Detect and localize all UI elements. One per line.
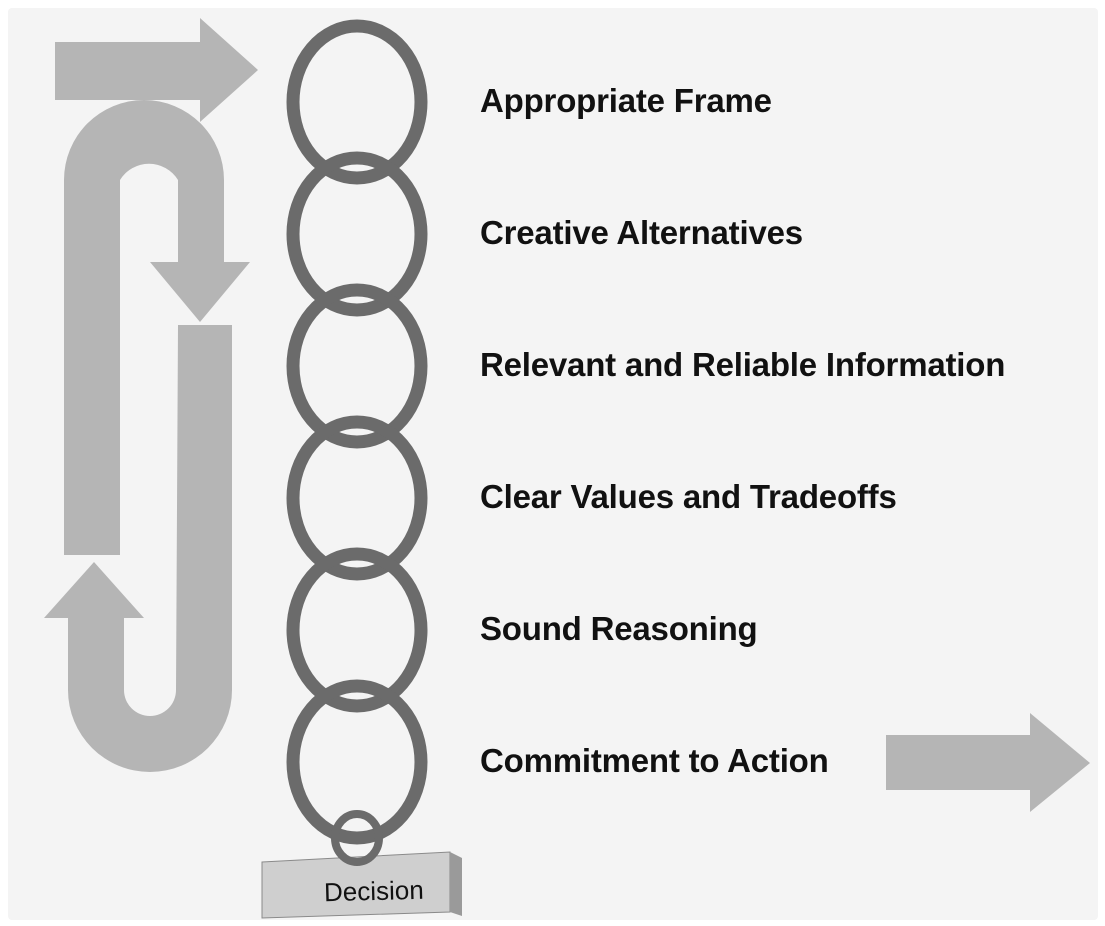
link-label-information: Relevant and Reliable Information bbox=[480, 346, 1006, 383]
chain-link bbox=[286, 679, 428, 845]
link-label-commitment: Commitment to Action bbox=[480, 742, 829, 779]
chain-link bbox=[286, 547, 428, 713]
link-label-values: Clear Values and Tradeoffs bbox=[480, 478, 897, 515]
chain-link bbox=[286, 283, 428, 449]
link-label-frame: Appropriate Frame bbox=[480, 82, 772, 119]
background-panel bbox=[8, 8, 1098, 920]
output-arrow bbox=[886, 713, 1090, 812]
chain-link bbox=[286, 151, 428, 317]
link-label-alternatives: Creative Alternatives bbox=[480, 214, 803, 251]
decision-label: Decision bbox=[323, 874, 425, 908]
loop-stroke-right bbox=[44, 325, 232, 772]
loop-stroke-left bbox=[64, 100, 250, 555]
link-label-reasoning: Sound Reasoning bbox=[480, 610, 758, 647]
chain bbox=[286, 19, 428, 866]
chain-link bbox=[286, 19, 428, 185]
chain-link bbox=[286, 415, 428, 581]
decision-block-side bbox=[450, 852, 462, 916]
decision-block bbox=[261, 851, 462, 919]
chain-clasp-ring bbox=[331, 810, 383, 866]
input-arrow bbox=[55, 18, 258, 122]
